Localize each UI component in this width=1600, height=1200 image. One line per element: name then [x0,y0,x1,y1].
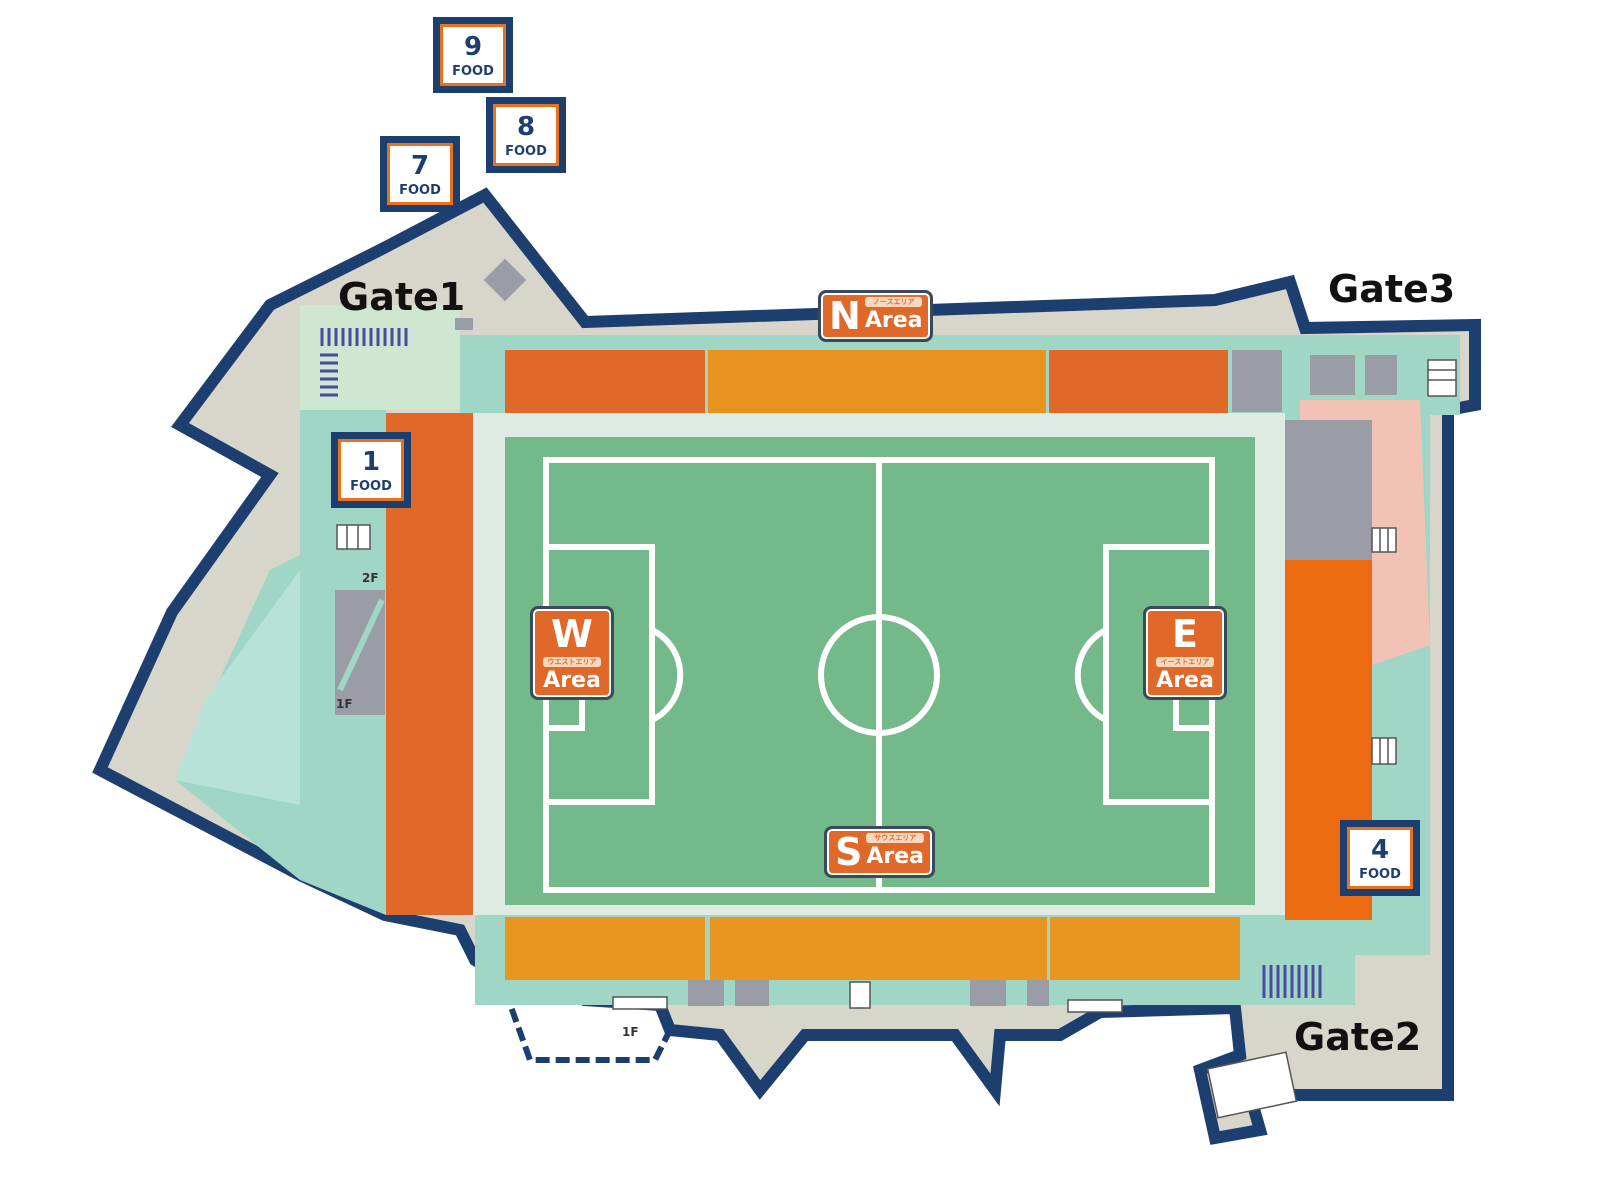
west-area-letter: W [551,612,593,656]
south-stand-east [1050,917,1240,980]
east-area-subtitle: イーストエリア [1156,657,1214,667]
food-stall-label: FOOD [1359,866,1401,882]
food-stall-label: FOOD [350,478,392,494]
stairs [336,359,1457,1119]
food-stall-number: 4 [1370,834,1390,865]
west-ramp [337,598,385,692]
north-area-word: Area [864,308,923,333]
west-stairs-area [175,570,300,805]
food-stall-label: FOOD [452,63,494,79]
west-area-badge[interactable]: W ウエストエリア Area [530,606,614,700]
food-stall-number: 1 [361,446,381,477]
south-area-word: Area [866,844,925,869]
north-area-letter: N [829,294,861,338]
north-stand-center [708,350,1046,413]
food-stall-number: 7 [410,150,430,181]
floor-label-2f: 2F [362,571,379,585]
east-area-badge[interactable]: E イーストエリア Area [1143,606,1227,700]
west-area-word: Area [543,668,601,693]
floor-label-south-1f: 1F [622,1025,639,1039]
north-stand-east [1049,350,1228,413]
gate1-label: Gate1 [338,275,465,319]
gate2-turnstiles [1262,965,1322,998]
east-area-letter: E [1172,612,1198,656]
food-stall-number: 8 [516,111,536,142]
gate2-label: Gate2 [1294,1015,1421,1059]
food-stall-label: FOOD [399,182,441,198]
stair-lines [346,369,1456,764]
floor-label-1f: 1F [336,697,353,711]
gate1-plaza [300,305,460,410]
north-area-subtitle: ノースエリア [864,297,923,307]
gate1-turnstiles [320,328,408,397]
food-stall-number: 9 [463,31,483,62]
south-stand-center [710,917,1047,980]
east-grey-block [1285,420,1372,560]
east-area-word: Area [1156,668,1214,693]
south-area-letter: S [835,830,863,874]
facility-blocks [335,258,1397,1006]
south-area-subtitle: サウスエリア [866,833,925,843]
north-stand-west [505,350,705,413]
east-pink-area [1300,400,1430,665]
gate3-label: Gate3 [1328,267,1455,311]
food-stall-label: FOOD [505,143,547,159]
south-stand-west [505,917,705,980]
west-area-subtitle: ウエストエリア [543,657,601,667]
